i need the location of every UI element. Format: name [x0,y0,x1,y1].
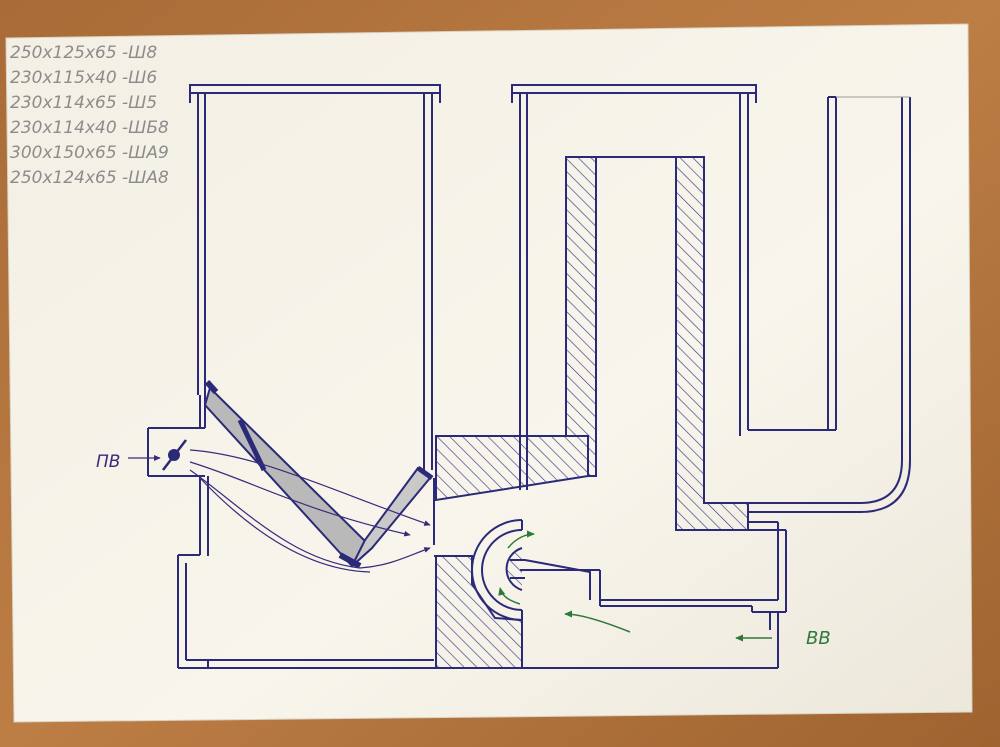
note-line: 230x115x40 -Ш6 [10,68,157,88]
grate [203,379,434,569]
handwritten-notes: 250x125x65 -Ш8 230x115x40 -Ш6 230x114x65… [10,43,169,188]
chimney [704,96,911,513]
secondary-air-arrows [498,530,772,642]
flow-lines [189,449,431,573]
damper-icon [168,449,180,461]
fuel-bunker [189,84,441,470]
secondary-air-nozzle [471,519,591,621]
primary-air-label: ПВ [96,452,120,472]
brick-column-left [565,156,597,477]
stove-cross-section [147,84,911,669]
note-line: 230x114x40 -ШБ8 [10,118,169,138]
note-line: 230x114x65 -Ш5 [10,93,157,113]
primary-air-inlet [147,395,206,477]
secondary-air-duct [520,512,787,668]
paper-sheet [5,23,973,723]
note-line: 250x124x65 -ШA8 [10,168,169,188]
riser-channel [511,84,836,490]
secondary-air-label: ВВ [806,628,831,649]
note-line: 250x125x65 -Ш8 [10,43,157,63]
note-line: 300x150x65 -ШA9 [10,143,169,163]
